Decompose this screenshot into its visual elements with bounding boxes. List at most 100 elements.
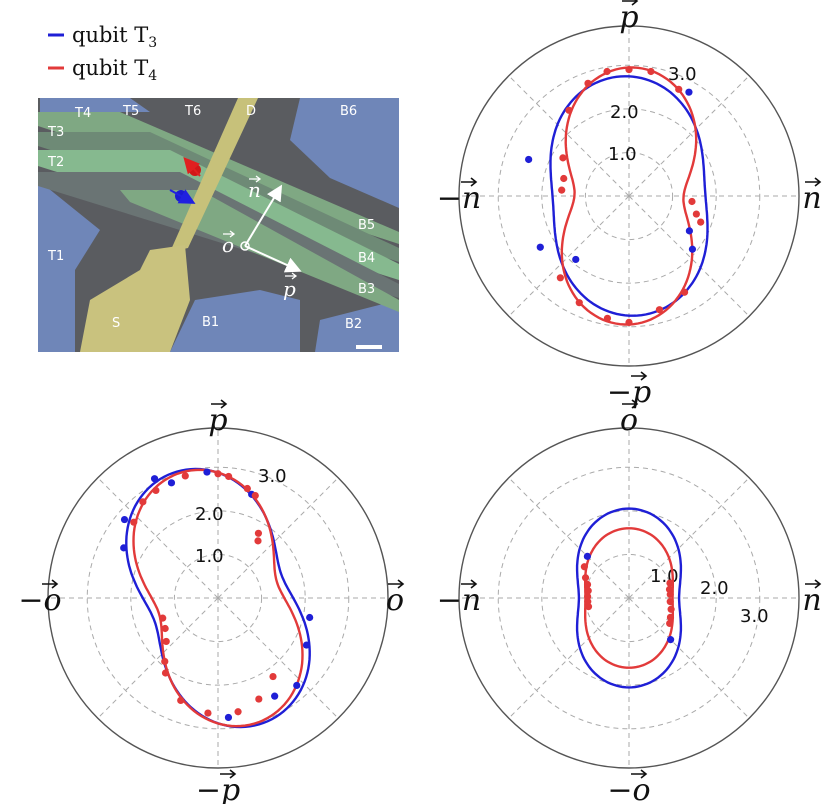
axis-label-p: p [283,272,298,301]
data-point-t4 [251,491,259,500]
qubit-t4-spin-arrow [183,156,201,177]
label-t1: T1 [47,249,64,264]
data-point-t4 [580,563,588,571]
polar-frame [458,25,800,367]
axis-label-p-text: p [283,277,296,301]
axis-label-left-vector-arrow [42,579,59,589]
axis-label-top-text: p [208,403,227,438]
data-point-t4 [243,484,251,493]
data-point-t3 [688,245,697,253]
region-t4 [40,98,150,112]
axis-label-bottom: −p [196,769,240,804]
polar-frame [47,427,389,769]
data-point-t4 [666,613,675,621]
r-tick-label: 3.0 [258,466,287,487]
data-point-t3 [302,641,311,649]
axis-label-bottom-vector-arrow [220,769,237,779]
data-point-t4 [560,174,568,183]
polar-frame [458,427,800,769]
data-point-t4 [680,288,689,296]
data-point-t4 [603,314,612,322]
data-point-t4 [152,486,160,495]
data-point-t3 [525,155,533,164]
label-t3: T3 [47,125,64,140]
data-point-t4 [666,590,674,598]
axis-label-right-vector-arrow [805,579,822,589]
grid-spoke-45 [217,477,339,599]
grid-ring-1 [584,151,674,241]
label-b1: B1 [202,315,219,330]
label-t5: T5 [122,104,139,119]
label-b6: B6 [340,104,357,119]
grid-spoke-135 [97,477,219,599]
r-tick-label: 3.0 [668,64,697,85]
data-point-t3 [167,479,176,487]
axis-label-top: o [620,399,639,438]
data-point-t4 [254,537,262,545]
data-point-t4 [565,106,573,114]
axis-label-right-vector-arrow [805,177,822,187]
data-point-t3 [293,681,301,690]
axis-label-right-text: o [386,583,404,618]
legend-label-t3-sub: 3 [148,35,157,51]
label-b2: B2 [345,317,362,332]
label-b4: B4 [358,251,375,266]
data-point-t4 [667,605,675,613]
grid-spoke-315 [217,597,339,719]
legend-label-t3: qubit T3 [72,23,157,51]
label-t4: T4 [74,106,91,121]
data-point-t4 [161,624,169,633]
data-point-t4 [558,186,566,194]
axis-label-left-vector-arrow [461,177,478,187]
data-point-t4 [255,695,263,703]
axis-label-top-vector-arrow [211,399,228,409]
grid-spoke-135 [508,75,630,197]
data-point-t4 [688,197,696,206]
grid-ring-1 [173,553,263,643]
axis-origin-o [240,241,250,251]
data-point-t3 [203,468,211,476]
axis-label-left: −o [18,579,62,618]
axis-label-top-text: o [620,403,638,438]
axis-label-top-vector-arrow [622,0,639,6]
data-point-t4 [130,518,138,526]
series-curve-t3 [575,507,683,689]
region-t1 [38,150,100,352]
axis-label-n-text: n [248,178,261,202]
data-point-t4 [666,598,674,606]
label-s: S [112,316,120,331]
label-t2: T2 [47,155,64,170]
legend-label-t3-prefix: qubit T [72,23,148,47]
data-point-t4 [204,709,212,717]
axis-label-left-vector-arrow [461,579,478,589]
grid-ring-2 [541,510,717,686]
axis-label-right-text: n [802,181,821,216]
data-point-t4 [161,657,169,666]
axis-label-left-text: −o [18,583,61,618]
data-point-t4 [181,472,189,480]
data-point-t4 [225,472,233,481]
axis-label-bottom: −o [607,769,651,804]
data-point-t3 [685,227,693,235]
axis-label-n: n [248,175,262,202]
legend-label-t4-sub: 4 [148,68,157,84]
data-point-t4 [139,498,147,506]
data-point-t3 [667,636,675,644]
data-point-t3 [536,243,544,251]
scale-bar [356,345,382,349]
r-tick-label: 1.0 [195,546,224,567]
axis-label-o: o [222,230,236,257]
data-point-t4 [159,614,167,622]
data-point-t4 [161,669,170,677]
source-pad [80,245,190,352]
device-micrograph: T4 T5 T6 D B6 T3 T2 T1 B5 B4 B3 B2 B1 S … [38,98,399,352]
data-point-t4 [584,587,592,595]
grid-spoke-225 [508,597,630,719]
region-b6 [290,98,399,208]
data-point-t4 [269,672,277,681]
r-tick-label: 1.0 [650,566,679,587]
grid-ring-2 [541,108,717,284]
axis-label-right: n [802,177,822,216]
